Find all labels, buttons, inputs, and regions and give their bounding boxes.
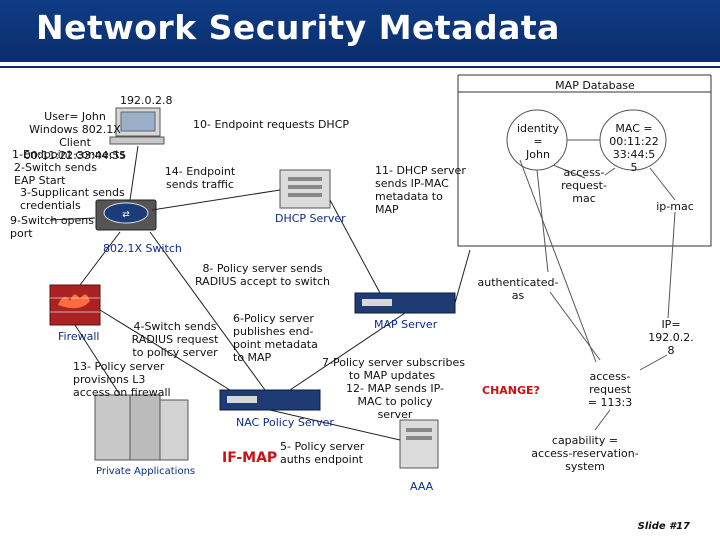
slide-title: Network Security Metadata [36, 8, 560, 47]
step-6: 6-Policy server publishes end- point met… [233, 312, 318, 364]
identity-label: identity = John [517, 122, 559, 161]
firewall-apps-link [74, 324, 121, 396]
aaa-label: AAA [410, 480, 434, 493]
step-7: 7-Policy server subscribes to MAP update… [322, 356, 465, 382]
step-12: 12- MAP sends IP- MAC to policy server [346, 382, 444, 421]
change-label: CHANGE? [482, 384, 540, 397]
switch-left-link [49, 217, 96, 221]
step-1: 1-Endpoint connects [12, 148, 126, 161]
map-database-label: MAP Database [555, 79, 635, 92]
if-map-label: IF-MAP [222, 450, 278, 466]
switch-firewall-link [79, 231, 121, 286]
dhcp-slot-2 [288, 185, 322, 189]
switch-nac-link [149, 231, 266, 391]
step-8: 8- Policy server sends RADIUS accept to … [194, 262, 331, 288]
step-10: 10- Endpoint requests DHCP [193, 118, 350, 131]
map-database-box [457, 91, 712, 247]
mac-ipmac-link [649, 167, 676, 201]
dhcp-server-label: DHCP Server [275, 212, 346, 225]
switch-top-icon [103, 202, 149, 224]
step-5: 5- Policy server auths endpoint [280, 440, 365, 466]
nac-server-panel [227, 396, 257, 403]
monitor-screen [120, 111, 156, 132]
identity-access-request-link [519, 159, 597, 363]
step-2: 2-Switch sends EAP Start [14, 161, 98, 187]
aaa-server-icon [399, 419, 439, 469]
mac-label: MAC = 00:11:22 33:44:5 5 [609, 122, 659, 174]
step-14: 14- Endpoint sends traffic [164, 165, 236, 191]
map-nac-link [289, 312, 406, 391]
map-server-panel [362, 299, 392, 306]
map-server-label: MAP Server [374, 318, 438, 331]
access-request-capability-link [594, 409, 611, 431]
dhcp-slot-1 [288, 177, 322, 181]
identity-access-link [552, 164, 586, 179]
mac-access-link [604, 167, 616, 176]
access-request-label: access- request = 113:3 [587, 370, 633, 409]
client-description: User= John Windows 802.1X Client 00:11:2… [23, 110, 127, 162]
firewall-label: Firewall [58, 330, 100, 343]
aaa-slot-1 [406, 428, 432, 432]
switch-dhcp-link [151, 189, 281, 211]
step-13: 13- Policy server provisions L3 access o… [73, 360, 171, 399]
step-9: 9-Switch opens port [10, 214, 95, 240]
server-rack-icon-3 [159, 399, 189, 461]
nac-aaa-link [269, 409, 401, 441]
server-rack-icon-1 [94, 394, 131, 461]
switch-label: 802.1X Switch [103, 242, 182, 255]
ip-mac-label: ip-mac [656, 200, 694, 213]
private-applications-label: Private Applications [96, 466, 196, 477]
slide-number: Slide #17 [637, 521, 690, 532]
switch-arrows-icon: ⇄ [122, 210, 130, 220]
title-divider [0, 62, 720, 66]
ipmac-ip-link [667, 211, 676, 319]
ip-access-request-link [639, 354, 668, 371]
nac-server-label: NAC Policy Server [236, 416, 334, 429]
authenticated-access-request-link [549, 291, 601, 361]
step-3: 3-Supplicant sends credentials [20, 186, 125, 212]
access-request-mac-label: access- request- mac [561, 166, 607, 205]
client-switch-link [129, 145, 139, 201]
firewall-nac-link [99, 309, 231, 391]
capability-label: capability = access-reservation- system [531, 434, 639, 473]
dhcp-slot-3 [288, 193, 322, 197]
ip-label: IP= 192.0.2. 8 [648, 318, 694, 357]
authenticated-as-label: authenticated- as [477, 276, 559, 302]
title-divider-dark [0, 66, 720, 68]
title-bar [0, 0, 720, 62]
step-4: 4-Switch sends RADIUS request to policy … [131, 320, 219, 359]
dhcp-map-link [329, 199, 381, 294]
monitor-base [109, 136, 165, 145]
client-ip: 192.0.2.8 [120, 94, 173, 107]
aaa-slot-2 [406, 436, 432, 440]
step-11: 11- DHCP server sends IP-MAC metadata to… [375, 164, 466, 216]
map-database-link [454, 249, 471, 304]
server-rack-icon-2 [129, 394, 161, 461]
